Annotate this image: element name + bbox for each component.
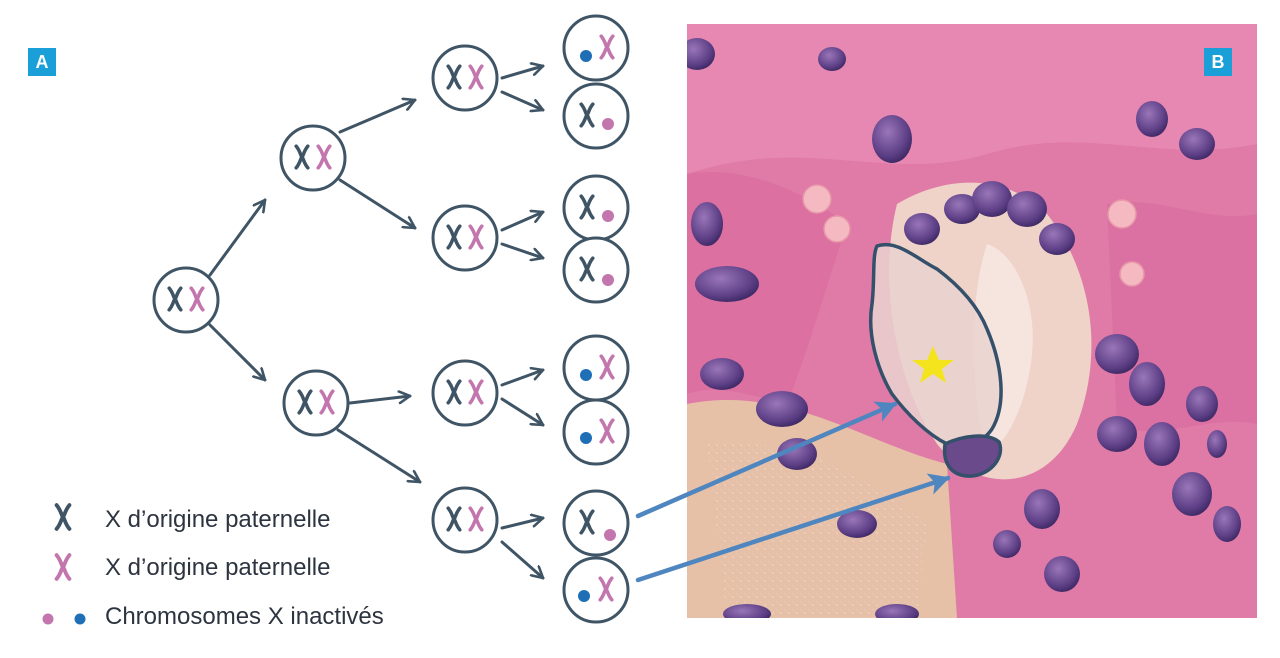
legend-item-3: Chromosomes X inactivés <box>105 603 384 630</box>
cell-gen3-8 <box>562 556 630 624</box>
cell-gen3-2 <box>562 82 630 150</box>
cell-gen3-5 <box>562 334 630 402</box>
cell-gen2-a <box>431 44 499 112</box>
cell-gen3-6 <box>562 398 630 466</box>
arrow-g2d-down <box>500 540 545 580</box>
cell-gen1-lower <box>282 369 350 437</box>
arrow-g2d-up <box>500 518 545 530</box>
panel-label-b: B <box>1204 48 1232 76</box>
cell-gen3-1 <box>562 14 630 82</box>
arrow-root-to-upper <box>208 198 267 277</box>
leaf-2-content <box>579 102 614 130</box>
arrow-to-outlined-cell <box>635 401 898 519</box>
arrow-g2b-down <box>500 242 545 258</box>
leaf-7-content <box>579 509 616 541</box>
arrow-g1a-to-g2a <box>338 100 417 134</box>
arrow-g1b-to-g2c <box>348 396 412 405</box>
cell-gen3-7 <box>562 489 630 557</box>
arrow-g2c-up <box>500 370 545 387</box>
legend-paternal-icon <box>57 505 70 529</box>
leaf-6-content <box>580 418 615 444</box>
leaf-1-content <box>580 34 615 62</box>
cell-gen3-4 <box>562 236 630 304</box>
cell-root <box>152 266 220 334</box>
legend: X d’origine paternelle X d’origine pater… <box>42 505 384 630</box>
legend-inactive-pink-dot <box>42 613 54 625</box>
legend-item-2: X d’origine paternelle <box>105 554 330 581</box>
leaf-3-content <box>579 194 614 222</box>
cell-gen2-c <box>431 359 499 427</box>
leaf-5-content <box>580 354 615 381</box>
arrow-g2a-up <box>500 66 545 80</box>
histology-photo <box>687 24 1257 618</box>
legend-inactive-blue-dot <box>74 613 86 625</box>
cell-gen2-d <box>431 486 499 554</box>
arrow-g1b-to-g2d <box>336 428 422 484</box>
leaf-8-content <box>578 576 614 602</box>
panel-label-a: A <box>28 48 56 76</box>
cell-gen3-3 <box>562 174 630 242</box>
cell-gen1-upper <box>279 124 347 192</box>
leaf-4-content <box>579 256 614 286</box>
cell-gen2-b <box>431 204 499 272</box>
legend-maternal-icon <box>57 555 70 579</box>
arrow-g2b-up <box>500 212 545 232</box>
legend-item-1: X d’origine paternelle <box>105 506 330 533</box>
arrow-g1a-to-g2b <box>338 178 417 230</box>
star-icon <box>912 346 954 383</box>
arrow-root-to-lower <box>208 323 267 382</box>
arrow-g2c-down <box>500 397 545 427</box>
outlined-nucleus <box>942 434 1003 478</box>
arrow-g2a-down <box>500 90 545 110</box>
arrow-to-outlined-nucleus <box>635 473 951 583</box>
